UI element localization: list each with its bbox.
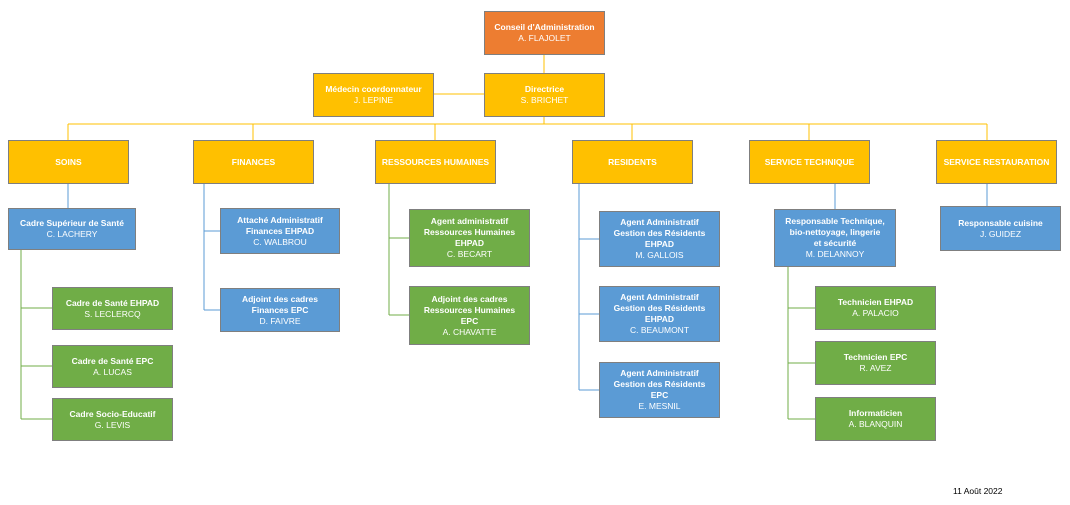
org-box-title: Agent administratif Ressources Humaines … — [423, 216, 516, 248]
org-box-adjoint-rh: Adjoint des cadres Ressources Humaines E… — [409, 286, 530, 345]
org-box-title: RESIDENTS — [608, 156, 657, 167]
org-box-name: C. WALBROU — [253, 236, 307, 247]
org-box-title: Cadre de Santé EHPAD — [65, 297, 160, 308]
org-box-title: Agent Administratif Gestion des Résident… — [613, 368, 706, 400]
org-box-name: M. DELANNOY — [805, 249, 865, 259]
date-label: 11 Août 2022 — [953, 486, 1003, 496]
org-box-title: FINANCES — [231, 156, 276, 167]
org-box-title: Conseil d'Administration — [494, 22, 595, 32]
org-box-title: Cadre Socio-Educatif — [69, 408, 156, 419]
org-box-title: Agent Administratif Gestion des Résident… — [613, 217, 706, 249]
org-box-name: C. BECART — [446, 249, 493, 259]
org-box-title: Cadre de Santé EPC — [71, 355, 154, 366]
org-box-name: A. LUCAS — [93, 366, 132, 377]
org-box-name: E. MESNIL — [638, 401, 681, 411]
org-box-title: Responsable Technique, bio-nettoyage, li… — [785, 216, 885, 248]
org-box-title: Cadre Supérieur de Santé — [20, 218, 124, 228]
org-box-title: SERVICE TECHNIQUE — [764, 156, 855, 167]
org-box-name: A. FLAJOLET — [518, 33, 571, 43]
org-box-title: RESSOURCES HUMAINES — [381, 156, 490, 167]
org-box-soins: SOINS — [8, 140, 129, 184]
org-box-title: SOINS — [55, 156, 82, 167]
org-box-name: J. GUIDEZ — [979, 228, 1022, 239]
org-box-title: Agent Administratif Gestion des Résident… — [613, 292, 706, 324]
org-box-name: G. LEVIS — [94, 419, 131, 430]
org-box-name: D. FAIVRE — [259, 315, 301, 326]
org-box-rh: RESSOURCES HUMAINES — [375, 140, 496, 184]
org-box-agent-rh: Agent administratif Ressources Humaines … — [409, 209, 530, 267]
org-box-name: C. LACHERY — [46, 229, 98, 239]
org-box-name: A. CHAVATTE — [442, 326, 497, 337]
org-box-name: S. BRICHET — [520, 95, 569, 105]
org-box-technique: SERVICE TECHNIQUE — [749, 140, 870, 184]
org-box-name: J. LEPINE — [353, 95, 394, 105]
org-box-title: Technicien EPC — [843, 352, 908, 362]
org-box-agent-res3: Agent Administratif Gestion des Résident… — [599, 362, 720, 418]
org-box-finances: FINANCES — [193, 140, 314, 184]
org-box-agent-res1: Agent Administratif Gestion des Résident… — [599, 211, 720, 267]
org-box-title: Adjoint des cadres Ressources Humaines E… — [423, 293, 516, 326]
org-box-name: R. AVEZ — [859, 363, 892, 373]
org-box-name: C. BEAUMONT — [629, 325, 690, 335]
org-box-name: M. GALLOIS — [635, 250, 684, 260]
org-box-name: S. LECLERCQ — [84, 308, 141, 319]
org-box-name: A. BLANQUIN — [848, 419, 903, 429]
org-box-name: A. PALACIO — [852, 308, 899, 318]
org-box-restauration: SERVICE RESTAURATION — [936, 140, 1057, 184]
org-box-title: Adjoint des cadres Finances EPC — [241, 293, 319, 315]
org-box-resp-tech: Responsable Technique, bio-nettoyage, li… — [774, 209, 896, 267]
org-box-residents: RESIDENTS — [572, 140, 693, 184]
org-box-title: SERVICE RESTAURATION — [943, 156, 1050, 167]
org-box-title: Technicien EHPAD — [837, 297, 914, 307]
org-box-agent-res2: Agent Administratif Gestion des Résident… — [599, 286, 720, 342]
org-box-title: Médecin coordonnateur — [325, 84, 422, 94]
org-box-title: Attaché Administratif Finances EHPAD — [237, 214, 323, 236]
org-box-title: Informaticien — [848, 408, 903, 418]
org-box-title: Responsable cuisine — [958, 217, 1043, 228]
org-box-title: Directrice — [524, 84, 565, 94]
